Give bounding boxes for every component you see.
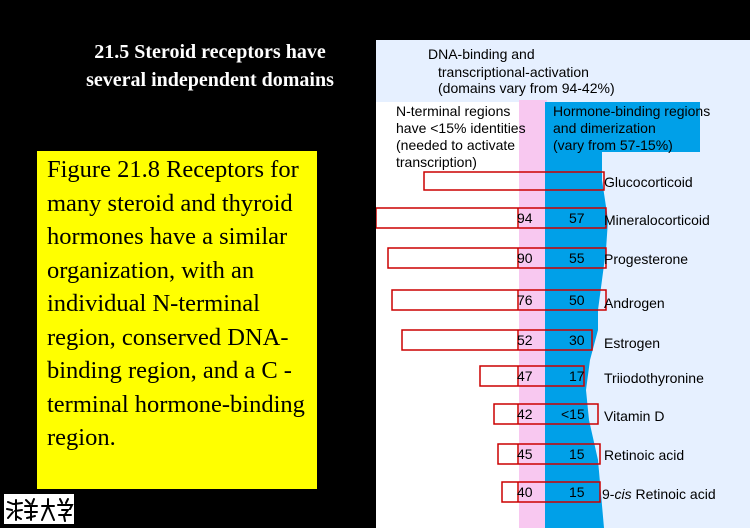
hormone-label-line-1: Hormone-binding regions [553, 103, 711, 119]
receptor-name: Triiodothyronine [604, 370, 704, 386]
hormone-label-line-3: (vary from 57-15%) [553, 137, 673, 153]
dna-identity-value: 40 [517, 484, 533, 500]
caption-text: Figure 21.8 Receptors for many steroid a… [47, 156, 305, 451]
receptor-name: Retinoic acid [604, 447, 685, 463]
hormone-identity-value: 30 [569, 332, 585, 348]
hormone-identity-value: 50 [569, 292, 585, 308]
dna-identity-value: 76 [517, 292, 533, 308]
receptor-box [376, 207, 607, 229]
receptor-name: Vitamin D [604, 408, 665, 424]
hormone-identity-value: <15 [561, 406, 585, 422]
receptor-box [401, 329, 593, 351]
slide-title: 21.5 Steroid receptors have several inde… [40, 38, 380, 94]
receptor-box [493, 403, 599, 425]
hormone-label-background [546, 102, 700, 152]
dna-identity-value: 42 [517, 406, 533, 422]
receptor-box [501, 481, 601, 503]
dna-label-line-2: transcriptional-activation [438, 64, 589, 80]
receptor-box [387, 247, 607, 269]
university-logo [4, 494, 74, 524]
receptor-box [479, 365, 585, 387]
dna-identity-value: 94 [517, 210, 533, 226]
receptor-name: Progesterone [604, 251, 689, 267]
dna-label-line-1: DNA-binding and [428, 46, 535, 62]
n-terminal-label-line-1: N-terminal regions [396, 103, 511, 119]
dna-label-line-3: (domains vary from 94-42%) [438, 80, 615, 96]
dna-identity-value: 52 [517, 332, 533, 348]
receptor-box [423, 171, 605, 191]
n-terminal-label-line-2: have <15% identities [396, 120, 526, 136]
n-terminal-label-line-3: (needed to activate [396, 137, 516, 153]
calligraphy-logo-icon [6, 498, 74, 522]
receptor-name: Androgen [604, 295, 665, 311]
hormone-identity-value: 57 [569, 210, 585, 226]
diagram-graphics [376, 40, 750, 528]
receptor-name: Mineralocorticoid [604, 212, 710, 228]
caption-box: Figure 21.8 Receptors for many steroid a… [37, 151, 317, 489]
title-line-1: 21.5 Steroid receptors have [94, 41, 326, 63]
hormone-identity-value: 15 [569, 484, 585, 500]
n-terminal-label-line-4: transcription) [396, 154, 477, 170]
hormone-label-line-2: and dimerization [553, 120, 656, 136]
dna-identity-value: 90 [517, 250, 533, 266]
hormone-identity-value: 17 [569, 368, 585, 384]
receptor-diagram: DNA-binding and transcriptional-activati… [376, 40, 750, 528]
hormone-identity-value: 15 [569, 446, 585, 462]
receptor-box [391, 289, 607, 311]
dna-identity-value: 45 [517, 446, 533, 462]
receptor-name: Estrogen [604, 335, 661, 351]
receptor-box [497, 443, 601, 465]
dna-identity-value: 47 [517, 368, 533, 384]
receptor-name: Glucocorticoid [604, 174, 693, 190]
title-line-2: several independent domains [86, 69, 334, 91]
hormone-identity-value: 55 [569, 250, 585, 266]
receptor-name: 9-cis Retinoic acid [602, 486, 716, 502]
